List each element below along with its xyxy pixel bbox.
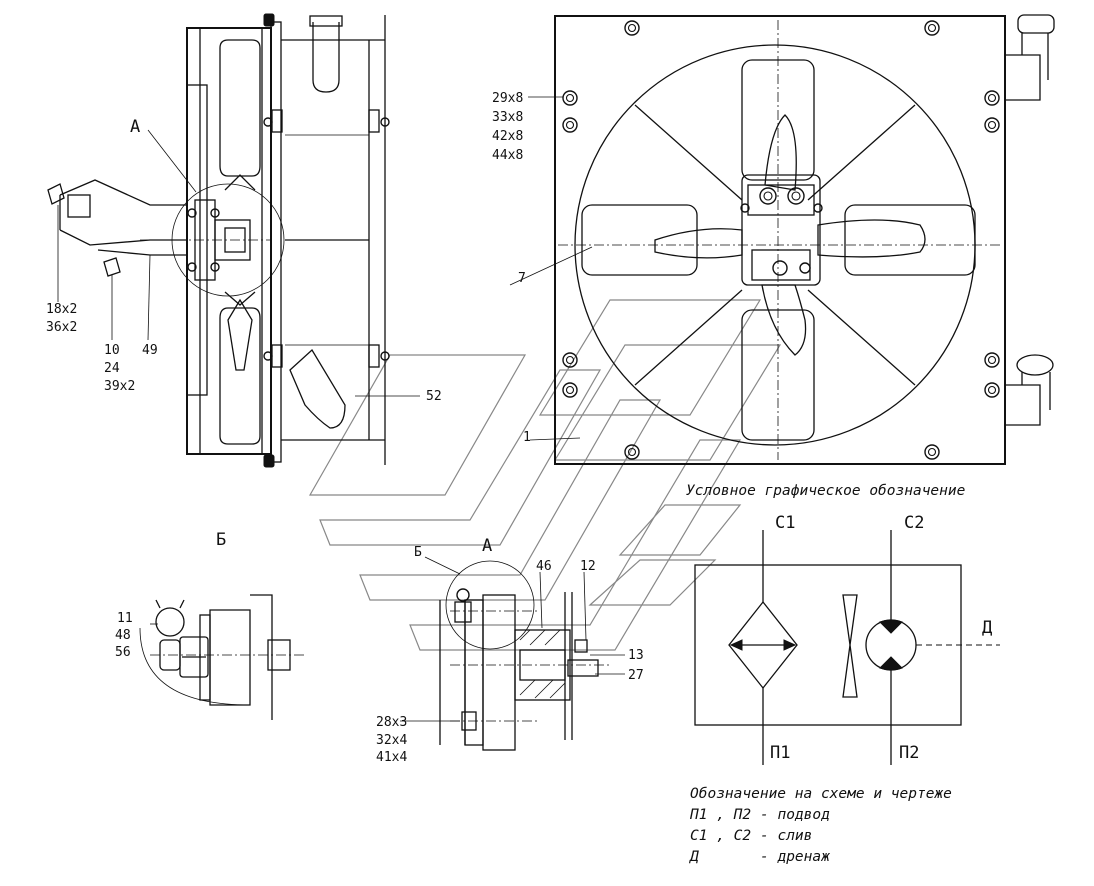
label-7: 7 xyxy=(518,271,526,286)
label-13: 13 xyxy=(628,648,644,663)
label-27: 27 xyxy=(628,668,644,683)
label-41x4: 41x4 xyxy=(376,750,407,765)
label-46: 46 xyxy=(536,559,552,574)
legend-desc-1: - подвод xyxy=(760,807,830,823)
label-33x8: 33x8 xyxy=(492,110,523,125)
label-24: 24 xyxy=(104,361,120,376)
port-p1: П1 xyxy=(770,743,790,763)
detail-a-view xyxy=(400,556,625,751)
detail-a-marker-a: А xyxy=(482,536,492,556)
detail-a-marker-b: Б xyxy=(414,545,422,560)
label-29x8: 29x8 xyxy=(492,91,523,106)
label-10: 10 xyxy=(104,343,120,358)
port-p2: П2 xyxy=(899,743,919,763)
label-42x8: 42x8 xyxy=(492,129,523,144)
label-52: 52 xyxy=(426,389,442,404)
legend: Обозначение на схеме и чертеже П1 , П2 -… xyxy=(688,786,952,865)
detail-b-view xyxy=(139,594,305,720)
watermark-logo xyxy=(308,299,782,651)
label-18x2: 18x2 xyxy=(46,302,77,317)
label-36x2: 36x2 xyxy=(46,320,77,335)
legend-code-1: П1 , П2 xyxy=(689,807,751,823)
legend-desc-2: - слив xyxy=(760,828,812,844)
label-11: 11 xyxy=(117,611,133,626)
label-48: 48 xyxy=(115,628,131,643)
detail-b-title: Б xyxy=(216,530,226,550)
port-c1: С1 xyxy=(775,513,795,533)
label-32x4: 32x4 xyxy=(376,733,407,748)
label-1: 1 xyxy=(523,430,531,445)
label-44x8: 44x8 xyxy=(492,148,523,163)
hydraulic-symbol xyxy=(694,530,1000,765)
view-a-marker: А xyxy=(130,117,140,137)
label-28x3: 28x3 xyxy=(376,715,407,730)
front-fixing-holes xyxy=(562,20,1000,460)
label-12: 12 xyxy=(580,559,596,574)
side-view xyxy=(47,13,420,468)
front-view xyxy=(509,14,1055,465)
legend-title: Обозначение на схеме и чертеже xyxy=(690,786,952,802)
hatching xyxy=(519,629,566,699)
legend-code-2: С1 , С2 xyxy=(690,828,751,844)
port-c2: С2 xyxy=(904,513,924,533)
label-49: 49 xyxy=(142,343,158,358)
label-39x2: 39x2 xyxy=(104,379,135,394)
port-d: Д xyxy=(982,618,992,638)
legend-desc-3: - дренаж xyxy=(760,849,830,865)
label-56: 56 xyxy=(115,645,131,660)
legend-code-3: Д xyxy=(688,849,699,865)
symbol-title: Условное графическое обозначение xyxy=(686,483,965,499)
